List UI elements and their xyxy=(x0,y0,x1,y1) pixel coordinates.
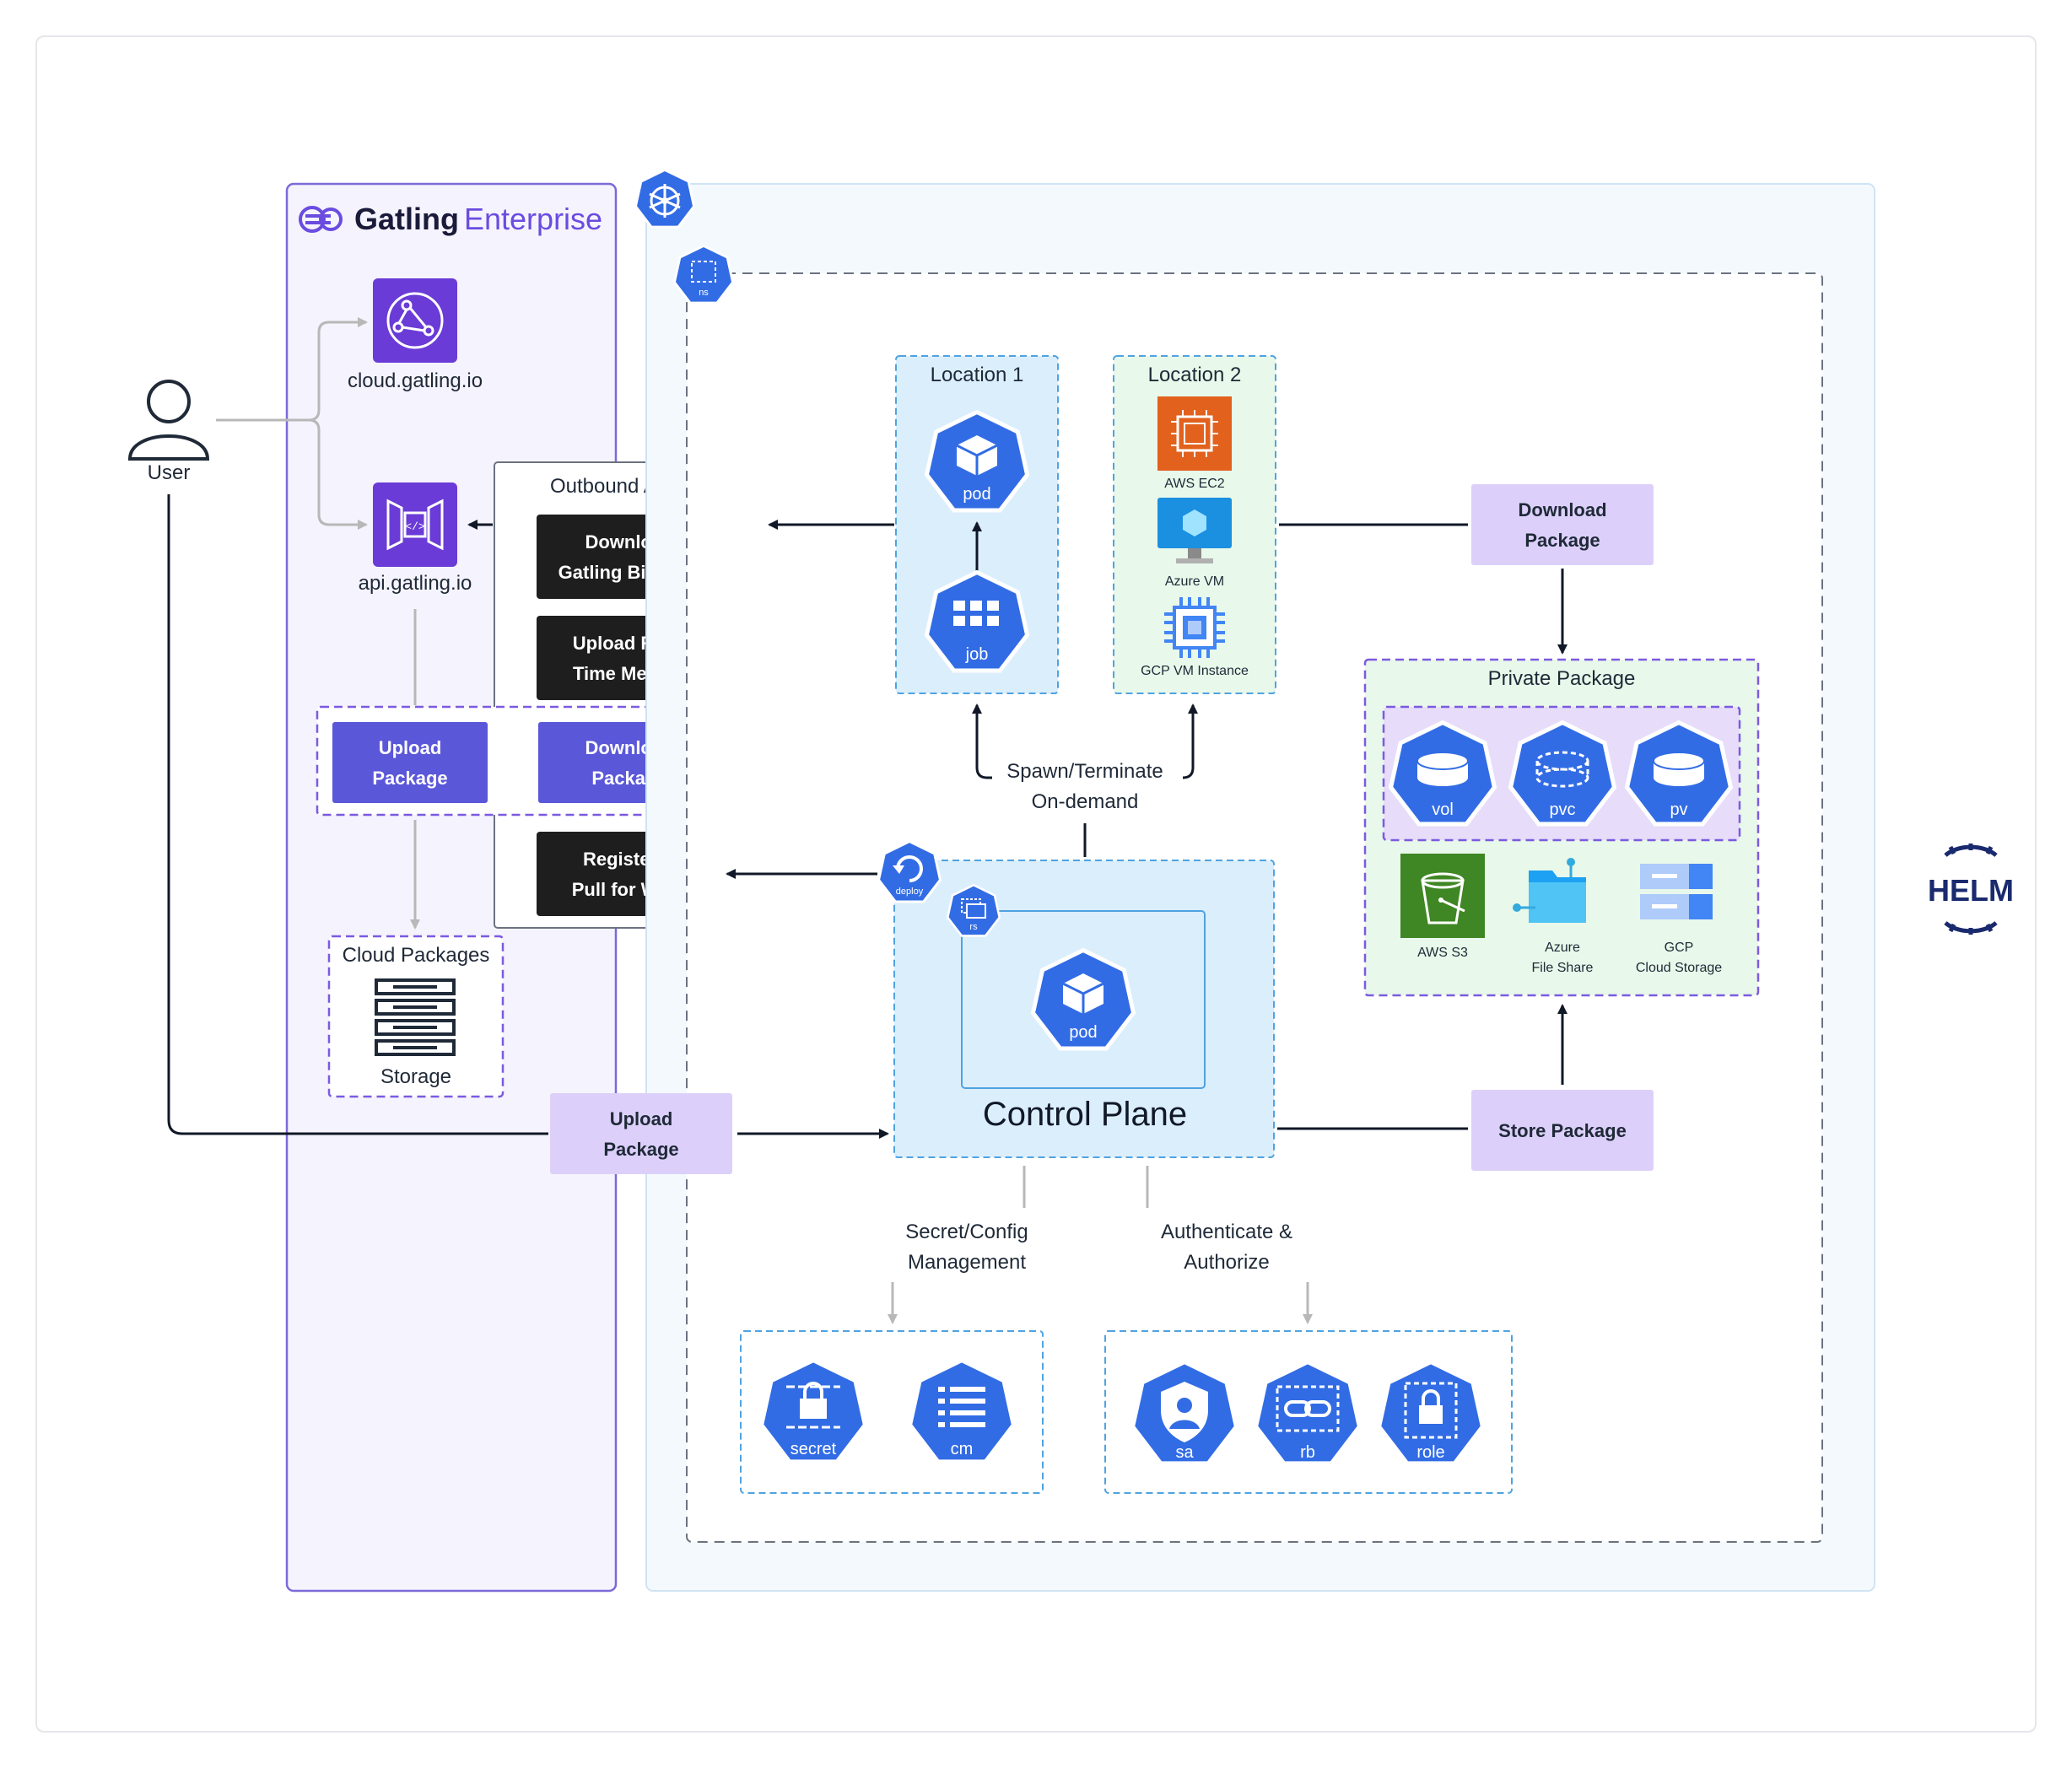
svg-text:vol: vol xyxy=(1432,800,1454,819)
download-package-right[interactable]: Download Package xyxy=(1471,484,1654,565)
service-account-icon[interactable]: sa xyxy=(1133,1362,1237,1463)
role-icon[interactable]: role xyxy=(1379,1362,1483,1463)
svg-text:deploy: deploy xyxy=(896,887,924,897)
aws-ec2-label: AWS EC2 xyxy=(1164,477,1225,491)
helm-logo xyxy=(1944,844,1998,935)
secret-config-label-1: Secret/Config xyxy=(905,1221,1028,1243)
svg-text:Package: Package xyxy=(372,768,447,789)
svg-text:Package: Package xyxy=(1524,530,1600,551)
api-gatling-label: api.gatling.io xyxy=(359,572,472,595)
svg-text:pv: pv xyxy=(1670,800,1687,819)
gatling-logo xyxy=(299,206,343,233)
cloud-gatling-label: cloud.gatling.io xyxy=(348,369,483,392)
cloud-gatling-icon[interactable] xyxy=(373,278,457,363)
svg-text:secret: secret xyxy=(790,1440,837,1458)
secret-config-label-2: Management xyxy=(908,1251,1026,1274)
on-demand-label: On-demand xyxy=(1032,790,1139,813)
svg-text:ns: ns xyxy=(699,288,709,298)
vol-icon[interactable]: vol xyxy=(1391,723,1495,824)
svg-text:Upload: Upload xyxy=(379,737,442,758)
gcp-storage-label-2: Cloud Storage xyxy=(1636,961,1722,975)
rs-icon: rs xyxy=(947,884,1001,937)
svg-text:pod: pod xyxy=(1069,1023,1097,1042)
svg-text:pvc: pvc xyxy=(1549,800,1575,819)
brand-name-light: Enterprise xyxy=(464,202,602,236)
location-1-job-icon[interactable]: job xyxy=(926,572,1027,671)
svg-text:cm: cm xyxy=(951,1440,974,1458)
spawn-terminate-label: Spawn/Terminate xyxy=(1006,760,1163,783)
api-gatling-icon[interactable]: </> xyxy=(373,482,457,567)
svg-text:Download: Download xyxy=(1518,499,1606,520)
cloud-packages-box xyxy=(327,935,505,1098)
deploy-icon: deploy xyxy=(877,840,942,903)
svg-text:sa: sa xyxy=(1175,1443,1194,1462)
location-1-pod-icon[interactable]: pod xyxy=(926,412,1027,510)
gcp-storage-label-1: GCP xyxy=(1665,941,1694,955)
svg-text:Store Package: Store Package xyxy=(1498,1120,1627,1141)
secret-icon[interactable]: secret xyxy=(762,1361,866,1462)
azure-file-share-label-1: Azure xyxy=(1545,941,1580,955)
svg-text:Package: Package xyxy=(603,1139,678,1160)
upload-package-op[interactable]: Upload Package xyxy=(332,722,488,803)
storage-icon xyxy=(375,978,456,1056)
azure-vm-icon[interactable] xyxy=(1157,498,1232,563)
gcp-vm-icon[interactable] xyxy=(1164,597,1225,658)
pv-icon[interactable]: pv xyxy=(1627,723,1731,824)
gcp-cloud-storage-icon[interactable] xyxy=(1640,864,1713,919)
aws-ec2-icon[interactable] xyxy=(1157,396,1232,471)
gcp-vm-label: GCP VM Instance xyxy=(1141,664,1249,678)
svg-text:rs: rs xyxy=(969,922,978,932)
svg-text:job: job xyxy=(965,645,989,664)
private-package-title: Private Package xyxy=(1488,667,1636,690)
svg-text:role: role xyxy=(1416,1443,1444,1462)
svg-text:Upload: Upload xyxy=(610,1108,673,1129)
store-package-box[interactable]: Store Package xyxy=(1471,1090,1654,1171)
control-plane-title: Control Plane xyxy=(983,1096,1187,1133)
cloud-packages-title: Cloud Packages xyxy=(343,944,490,967)
auth-label-2: Authorize xyxy=(1184,1251,1269,1274)
svg-text:rb: rb xyxy=(1300,1443,1315,1462)
k8s-wheel-icon xyxy=(634,169,695,229)
user-label: User xyxy=(148,461,191,484)
canvas-frame xyxy=(35,35,2037,1733)
svg-text:</>: </> xyxy=(405,520,425,533)
pvc-icon[interactable]: pvc xyxy=(1511,723,1615,824)
svg-text:pod: pod xyxy=(963,485,990,504)
aws-s3-label: AWS S3 xyxy=(1417,946,1468,960)
user-icon[interactable] xyxy=(127,380,210,461)
azure-file-share-icon[interactable] xyxy=(1513,858,1586,923)
upload-package-bottom[interactable]: Upload Package xyxy=(550,1093,732,1174)
brand-name-bold: Gatling xyxy=(354,202,459,236)
configmap-icon[interactable]: cm xyxy=(910,1361,1014,1462)
auth-label-1: Authenticate & xyxy=(1161,1221,1292,1243)
storage-label: Storage xyxy=(380,1065,451,1088)
azure-file-share-label-2: File Share xyxy=(1532,961,1594,975)
location-2-title: Location 2 xyxy=(1148,364,1242,386)
azure-vm-label: Azure VM xyxy=(1165,574,1224,589)
role-binding-icon[interactable]: rb xyxy=(1256,1362,1360,1463)
helm-label: HELM xyxy=(1928,873,2014,908)
ns-icon: ns xyxy=(673,245,734,305)
control-plane-pod-icon[interactable]: pod xyxy=(1033,950,1133,1048)
location-1-title: Location 1 xyxy=(931,364,1024,386)
aws-s3-icon[interactable] xyxy=(1400,854,1485,938)
